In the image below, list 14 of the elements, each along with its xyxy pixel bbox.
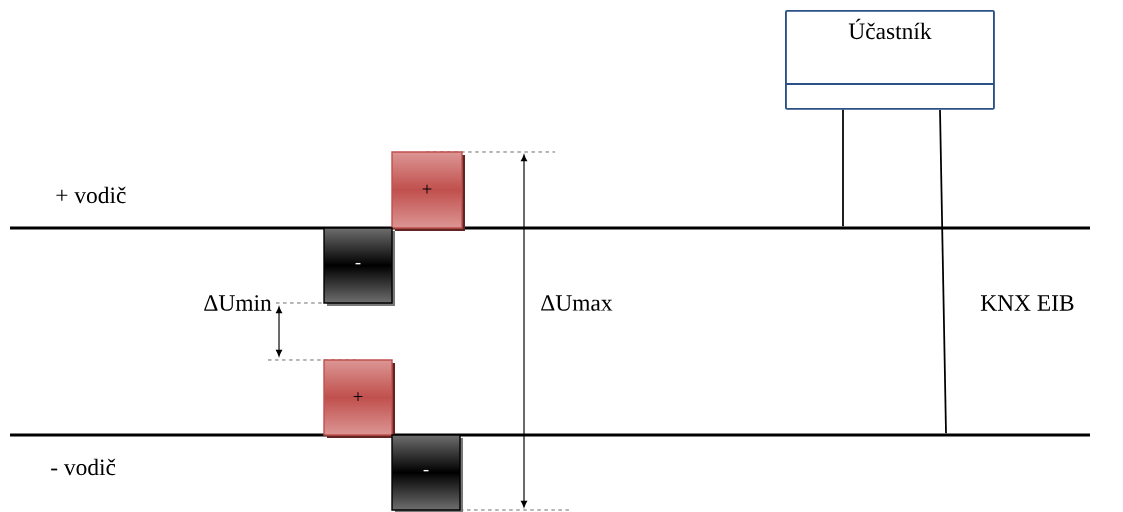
participant-box: Účastník [784, 10, 995, 110]
conductor-line [10, 226, 1090, 230]
connection-line [939, 109, 947, 435]
pulse-box: - [391, 434, 463, 512]
dimension-label: KNX EIB [980, 295, 1074, 311]
pulse-box: + [323, 359, 395, 438]
conductor-line [10, 433, 1090, 437]
connection-line [842, 109, 844, 228]
pulse-box: - [323, 227, 395, 306]
conductor-label: - vodič [51, 458, 116, 476]
conductor-label: + vodič [56, 186, 126, 204]
pulse-box: + [391, 151, 465, 231]
dimension-label: ΔUmin [204, 295, 272, 311]
dimension-label: ΔUmax [541, 295, 613, 311]
